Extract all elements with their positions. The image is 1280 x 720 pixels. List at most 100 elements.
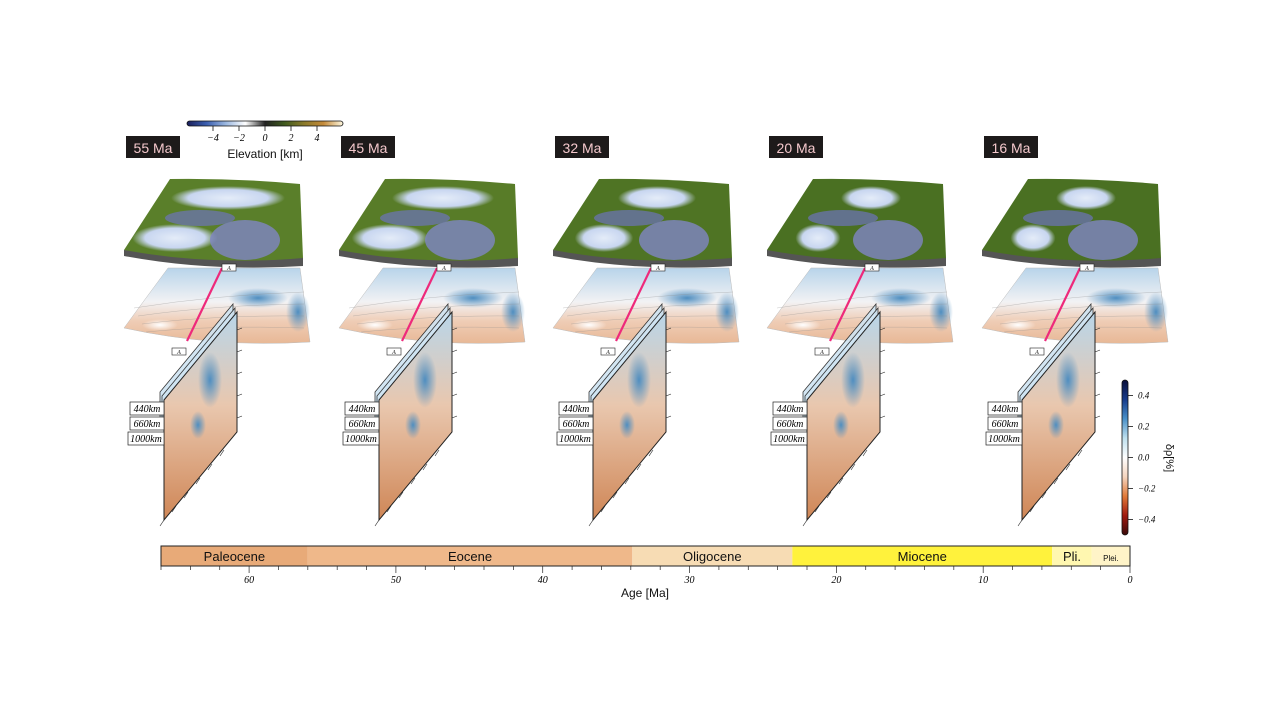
age-tick-label: 50 — [391, 575, 401, 586]
density-tick-label: 0.0 — [1138, 453, 1150, 463]
depth-label: 440km — [987, 401, 1023, 416]
cross-section — [374, 302, 458, 527]
profile-marker-label: A — [819, 350, 824, 356]
depth-label: 660km — [344, 416, 380, 431]
profile-marker-label: A — [1034, 350, 1039, 356]
density-map — [552, 267, 740, 344]
density-colorbar-title: δρ[%] — [1163, 444, 1175, 472]
depth-label-text: 1000km — [988, 434, 1020, 445]
age-label-text: 32 Ma — [563, 140, 602, 156]
depth-label: 1000km — [342, 431, 380, 446]
age-label: 20 Ma — [769, 136, 823, 158]
age-label-text: 45 Ma — [349, 140, 388, 156]
depth-label: 440km — [129, 401, 165, 416]
age-label: 55 Ma — [126, 136, 180, 158]
profile-marker-label: A — [605, 350, 610, 356]
epoch-label: Pli. — [1063, 549, 1081, 564]
depth-label-text: 660km — [134, 419, 161, 430]
density-tick-label: −0.2 — [1138, 484, 1156, 494]
depth-label-text: 440km — [349, 404, 376, 415]
elevation-tick-label: 2 — [289, 133, 294, 144]
density-tick-label: −0.4 — [1138, 515, 1156, 525]
cross-section — [802, 302, 886, 527]
age-tick-label: 40 — [538, 575, 548, 586]
epoch-label: Oligocene — [683, 549, 742, 564]
profile-marker: A — [171, 347, 187, 356]
profile-marker-label: A — [176, 350, 181, 356]
age-tick-label: 20 — [831, 575, 841, 586]
depth-label: 440km — [772, 401, 808, 416]
profile-marker: A — [386, 347, 402, 356]
age-label: 16 Ma — [984, 136, 1038, 158]
depth-label-text: 440km — [563, 404, 590, 415]
age-label: 45 Ma — [341, 136, 395, 158]
depth-label-text: 660km — [563, 419, 590, 430]
density-map — [123, 267, 311, 344]
elevation-tick-label: 0 — [263, 133, 268, 144]
topography-map — [767, 178, 946, 268]
cross-section — [588, 302, 672, 527]
depth-label: 1000km — [985, 431, 1023, 446]
depth-label-text: 660km — [349, 419, 376, 430]
profile-marker: A — [814, 347, 830, 356]
age-axis-label: Age [Ma] — [621, 586, 669, 600]
epoch-eocene: Eocene — [307, 546, 633, 566]
depth-label-text: 660km — [992, 419, 1019, 430]
density-colorbar-bar — [1121, 379, 1129, 536]
elevation-tick-label: −4 — [207, 133, 219, 144]
depth-label-text: 1000km — [345, 434, 377, 445]
topography-map — [553, 178, 732, 268]
elevation-colorbar-title: Elevation [km] — [227, 147, 302, 161]
depth-label-text: 660km — [777, 419, 804, 430]
depth-label-text: 440km — [134, 404, 161, 415]
cross-section — [159, 302, 243, 527]
age-tick-label: 10 — [978, 575, 988, 586]
epoch-label: Plei. — [1103, 554, 1119, 563]
epoch-pli: Pli. — [1052, 546, 1092, 566]
profile-marker: A — [1079, 263, 1095, 272]
topography-map — [339, 178, 518, 268]
age-tick-label: 60 — [244, 575, 254, 586]
profile-line — [829, 267, 866, 342]
depth-label-text: 1000km — [130, 434, 162, 445]
profile-marker: A — [650, 263, 666, 272]
profile-line — [1044, 267, 1081, 342]
age-tick-label: 30 — [684, 575, 695, 586]
depth-label: 660km — [987, 416, 1023, 431]
profile-marker-label: A — [441, 266, 446, 272]
epoch-oligocene: Oligocene — [632, 546, 793, 566]
depth-label-text: 1000km — [773, 434, 805, 445]
profile-line — [401, 267, 438, 342]
elevation-tick-label: 4 — [315, 133, 320, 144]
profile-marker-label: A — [655, 266, 660, 272]
depth-label: 440km — [558, 401, 594, 416]
profile-marker: A — [600, 347, 616, 356]
profile-marker-label: A — [391, 350, 396, 356]
depth-label: 660km — [129, 416, 165, 431]
density-map — [981, 267, 1169, 344]
depth-label-text: 440km — [992, 404, 1019, 415]
depth-label: 1000km — [556, 431, 594, 446]
profile-marker: A — [1029, 347, 1045, 356]
density-tick-label: 0.2 — [1138, 422, 1150, 432]
age-label-text: 20 Ma — [777, 140, 816, 156]
density-colorbar: 0.40.20.0−0.2−0.4 δρ[%] — [1121, 379, 1175, 536]
epoch-label: Eocene — [448, 549, 492, 564]
epoch-label: Miocene — [898, 549, 947, 564]
depth-label: 440km — [344, 401, 380, 416]
age-tick-label: 0 — [1128, 575, 1133, 586]
time-panel: 16 Ma A A 440km 660km 1000km — [981, 136, 1169, 527]
cross-section — [1017, 302, 1101, 527]
profile-marker: A — [436, 263, 452, 272]
age-label: 32 Ma — [555, 136, 609, 158]
profile-marker: A — [221, 263, 237, 272]
depth-label: 660km — [772, 416, 808, 431]
epoch-plei: Plei. — [1091, 546, 1130, 566]
depth-label-text: 440km — [777, 404, 804, 415]
density-map — [766, 267, 954, 344]
